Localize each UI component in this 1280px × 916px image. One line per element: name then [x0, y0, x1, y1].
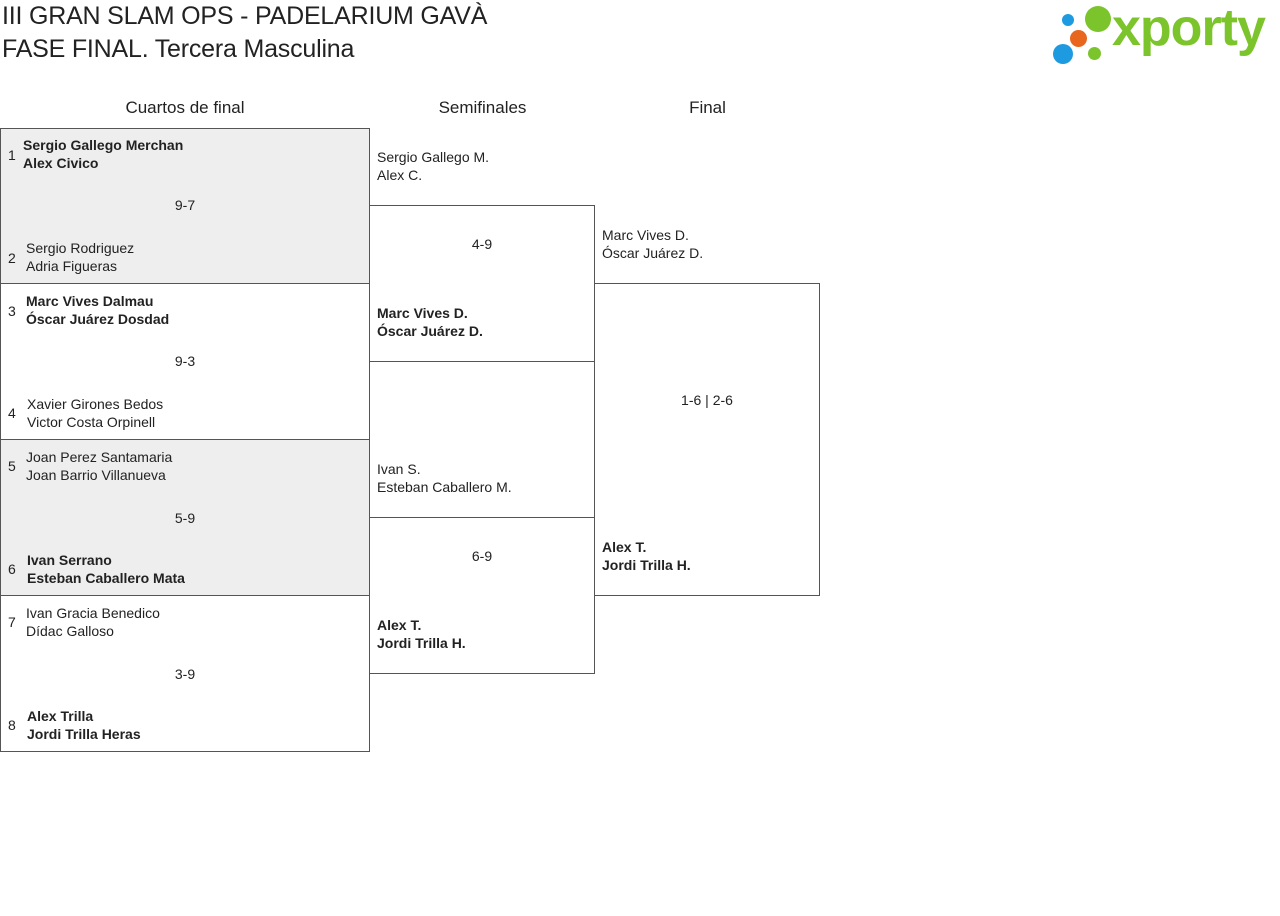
player-name: Marc Vives D. [602, 227, 689, 243]
sf2-team1-players: Ivan S. Esteban Caballero M. [377, 460, 512, 496]
team-seed: 5 [8, 458, 16, 474]
team-seed: 8 [8, 717, 16, 733]
team-players: Joan Perez Santamaria Joan Barrio Villan… [26, 448, 172, 484]
player-name: Ivan Serrano [27, 552, 112, 568]
team-seed: 7 [8, 614, 16, 630]
logo-dot-green-icon [1085, 6, 1111, 32]
player-name: Jordi Trilla H. [602, 557, 691, 573]
player-name: Óscar Juárez Dosdad [26, 311, 170, 327]
column-header-semifinals: Semifinales [438, 98, 527, 117]
final-team1-players: Marc Vives D. Óscar Juárez D. [602, 226, 703, 262]
player-name: Ivan S. [377, 461, 421, 477]
player-name: Esteban Caballero Mata [27, 570, 185, 586]
sf1-team1-players: Sergio Gallego M. Alex C. [377, 148, 489, 184]
player-name: Alex Trilla [27, 708, 94, 724]
team-players: Ivan Gracia Benedico Dídac Galloso [26, 604, 160, 640]
team-seed: 6 [8, 561, 16, 577]
tournament-title: III GRAN SLAM OPS - PADELARIUM GAVÀ [2, 2, 488, 30]
player-name: Victor Costa Orpinell [27, 414, 156, 430]
team-players: Xavier Girones Bedos Victor Costa Orpine… [27, 395, 163, 431]
qf-match-1: 1 Sergio Gallego Merchan Alex Civico 9-7… [0, 128, 370, 284]
sf2-team2-players-winner: Alex T. Jordi Trilla H. [377, 616, 466, 652]
match-score: 4-9 [471, 236, 493, 252]
player-name: Alex T. [377, 617, 422, 633]
team-players: Sergio Rodriguez Adria Figueras [26, 239, 134, 275]
logo-wordmark: xporty [1112, 0, 1266, 57]
column-header-quarterfinals: Cuartos de final [125, 98, 245, 117]
phase-title: FASE FINAL. Tercera Masculina [2, 35, 355, 63]
match-score: 9-7 [174, 197, 196, 213]
qf-match-4: 7 Ivan Gracia Benedico Dídac Galloso 3-9… [0, 595, 370, 752]
team-seed: 1 [8, 147, 16, 163]
team-seed: 3 [8, 303, 16, 319]
match-score: 6-9 [471, 548, 493, 564]
player-name: Óscar Juárez D. [602, 245, 704, 261]
team-players-winner: Ivan Serrano Esteban Caballero Mata [27, 551, 185, 587]
player-name: Dídac Galloso [26, 623, 114, 639]
player-name: Alex Civico [23, 155, 99, 171]
team-players-winner: Sergio Gallego Merchan Alex Civico [23, 136, 183, 172]
qf-match-3: 5 Joan Perez Santamaria Joan Barrio Vill… [0, 439, 370, 596]
match-score: 3-9 [174, 666, 196, 682]
final-team2-players-winner: Alex T. Jordi Trilla H. [602, 538, 691, 574]
logo-dot-blue-icon [1062, 14, 1074, 26]
player-name: Adria Figueras [26, 258, 118, 274]
player-name: Marc Vives D. [377, 305, 468, 321]
team-players-winner: Alex Trilla Jordi Trilla Heras [27, 707, 141, 743]
team-seed: 4 [8, 405, 16, 421]
final-match: 1-6 | 2-6 [594, 283, 820, 596]
player-name: Jordi Trilla H. [377, 635, 466, 651]
player-name: Sergio Gallego M. [377, 149, 490, 165]
sf1-team2-players-winner: Marc Vives D. Óscar Juárez D. [377, 304, 483, 340]
player-name: Esteban Caballero M. [377, 479, 512, 495]
player-name: Joan Perez Santamaria [26, 449, 173, 465]
xporty-logo[interactable]: xporty [1050, 0, 1276, 68]
qf-match-2: 3 Marc Vives Dalmau Óscar Juárez Dosdad … [0, 283, 370, 440]
match-score: 1-6 | 2-6 [681, 392, 733, 408]
logo-dot-orange-icon [1070, 30, 1087, 47]
match-score: 5-9 [174, 510, 196, 526]
match-score: 9-3 [174, 353, 196, 369]
player-name: Sergio Gallego Merchan [23, 137, 184, 153]
team-seed: 2 [8, 250, 16, 266]
player-name: Marc Vives Dalmau [26, 293, 154, 309]
player-name: Jordi Trilla Heras [27, 726, 141, 742]
player-name: Xavier Girones Bedos [27, 396, 164, 412]
player-name: Óscar Juárez D. [377, 323, 483, 339]
player-name: Ivan Gracia Benedico [26, 605, 160, 621]
logo-dot-green-small-icon [1088, 47, 1101, 60]
column-header-final: Final [689, 98, 726, 117]
player-name: Sergio Rodriguez [26, 240, 135, 256]
player-name: Alex C. [377, 167, 423, 183]
team-players-winner: Marc Vives Dalmau Óscar Juárez Dosdad [26, 292, 169, 328]
logo-dot-blue-large-icon [1053, 44, 1073, 64]
player-name: Alex T. [602, 539, 647, 555]
player-name: Joan Barrio Villanueva [26, 467, 166, 483]
